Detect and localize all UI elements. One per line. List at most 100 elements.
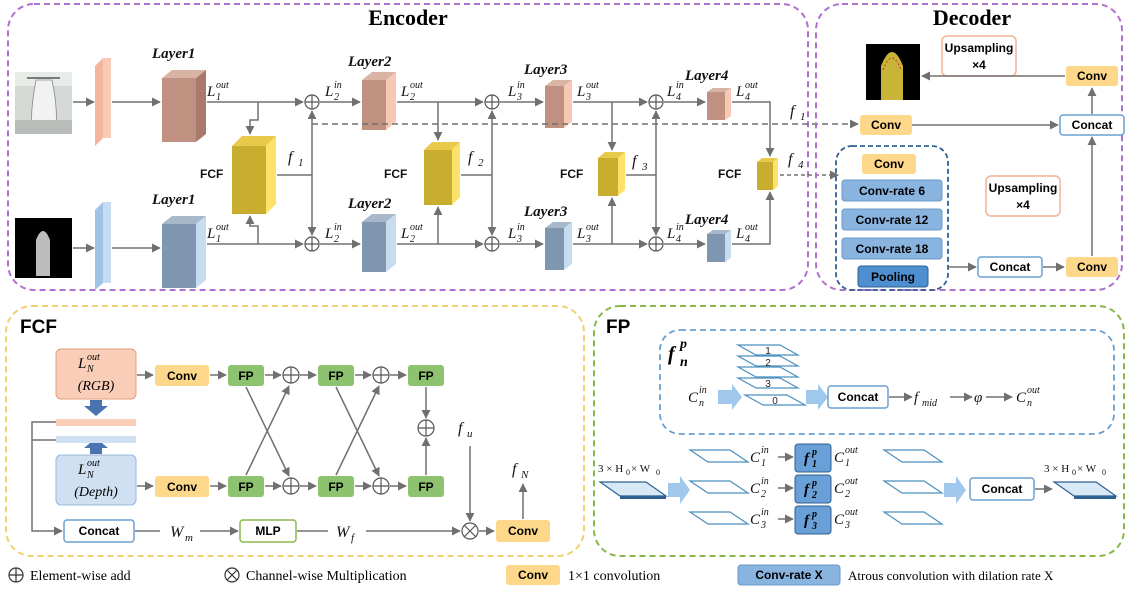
svg-text:Concat: Concat <box>982 482 1023 496</box>
depth-layer3-block <box>545 222 572 270</box>
svg-text:L: L <box>400 226 409 242</box>
svg-text:C: C <box>834 450 845 466</box>
fp-block: FP <box>318 476 354 497</box>
plane-label-3: 3 <box>765 379 771 390</box>
svg-text:2: 2 <box>334 234 339 245</box>
svg-text:W: W <box>170 524 185 541</box>
decoder-concat-top: Concat <box>1059 114 1125 136</box>
svg-text:L: L <box>206 226 215 242</box>
layer1-label-rgb: Layer1 <box>151 46 195 62</box>
svg-text:in: in <box>761 476 769 487</box>
svg-text:1: 1 <box>216 234 221 245</box>
svg-text:L: L <box>735 84 744 100</box>
upsampling-box-bottom <box>985 175 1061 217</box>
svg-text:in: in <box>699 385 707 396</box>
output-segmentation-image <box>866 44 920 100</box>
decoder-title: Decoder <box>933 5 1011 30</box>
layer2-label-rgb: Layer2 <box>347 54 392 70</box>
fcf1-label: FCF <box>200 167 223 181</box>
svg-text:MLP: MLP <box>255 524 280 538</box>
svg-text:f: f <box>790 103 797 120</box>
add-circle <box>282 477 300 495</box>
upsampling-text-bottom: Upsampling <box>989 181 1058 195</box>
svg-text:0: 0 <box>656 468 660 477</box>
svg-text:L: L <box>507 84 516 100</box>
svg-text:p: p <box>679 337 687 352</box>
gradient-arrow <box>806 384 828 410</box>
fp-block-f1: f 1 p <box>794 443 832 473</box>
svg-text:mid: mid <box>922 398 938 409</box>
svg-text:Concat: Concat <box>1072 118 1113 132</box>
depth-feature-box: L N out (Depth) <box>55 454 137 506</box>
svg-text:N: N <box>86 470 95 481</box>
phi-label: φ <box>974 390 982 406</box>
svg-text:Conv: Conv <box>871 118 901 132</box>
svg-text:f: f <box>458 420 465 437</box>
fnp-panel <box>659 329 1115 435</box>
layer1-label-depth: Layer1 <box>151 192 195 208</box>
svg-text:2: 2 <box>761 489 766 500</box>
svg-text:out: out <box>845 507 858 518</box>
svg-text:W: W <box>336 524 351 541</box>
add-circle <box>484 94 500 110</box>
svg-text:out: out <box>745 222 758 233</box>
fcf-connections <box>31 370 528 536</box>
fcf2-label: FCF <box>384 167 407 181</box>
add-icon <box>8 567 24 583</box>
svg-text:f: f <box>804 513 811 529</box>
fnp-title: f n p <box>668 337 688 370</box>
add-circle <box>304 94 320 110</box>
fp-branch-planes-out <box>882 449 944 525</box>
upsampling-x4-top: ×4 <box>972 58 986 72</box>
fp-concat-outer: Concat <box>969 477 1035 501</box>
svg-text:f: f <box>788 151 795 168</box>
fp-panel <box>593 305 1125 557</box>
fp-block: FP <box>408 365 444 386</box>
fcf4-label: FCF <box>718 167 741 181</box>
svg-text:Conv: Conv <box>508 524 538 538</box>
rgb-layer4-block <box>707 88 731 120</box>
layer3-label-depth: Layer3 <box>523 204 568 220</box>
svg-text:FP: FP <box>328 480 343 494</box>
svg-text:f: f <box>512 461 519 478</box>
svg-text:out: out <box>410 80 423 91</box>
svg-text:L: L <box>507 226 516 242</box>
aspp-conv-rate-18: Conv-rate 18 <box>841 237 943 260</box>
svg-text:m: m <box>185 532 193 544</box>
svg-text:f: f <box>468 149 475 166</box>
svg-text:(RGB): (RGB) <box>78 379 115 394</box>
svg-text:Conv: Conv <box>1077 260 1107 274</box>
svg-text:f: f <box>804 451 811 467</box>
encoder-panel <box>7 3 809 291</box>
encoder-title: Encoder <box>368 5 448 30</box>
legend-add-text: Element-wise add <box>30 569 131 584</box>
svg-text:C: C <box>1016 390 1027 406</box>
svg-text:L: L <box>324 226 333 242</box>
svg-text:f: f <box>668 343 677 365</box>
legend-mul-text: Channel-wise Multiplication <box>246 569 407 584</box>
svg-text:n: n <box>1027 398 1032 409</box>
aspp-panel <box>835 145 949 291</box>
layer3-label-rgb: Layer3 <box>523 62 568 78</box>
aspp-conv-rate-12: Conv-rate 12 <box>841 208 943 231</box>
depth-stem-block <box>95 202 111 290</box>
svg-text:2: 2 <box>410 234 415 245</box>
svg-text:N: N <box>520 469 529 481</box>
rgb-stem-block <box>95 58 111 146</box>
fp-output-dims: 3 × H 0 × W 0 <box>1044 463 1106 477</box>
svg-text:Conv-rate 6: Conv-rate 6 <box>859 184 925 198</box>
aspp-conv-rate-6: Conv-rate 6 <box>841 179 943 202</box>
